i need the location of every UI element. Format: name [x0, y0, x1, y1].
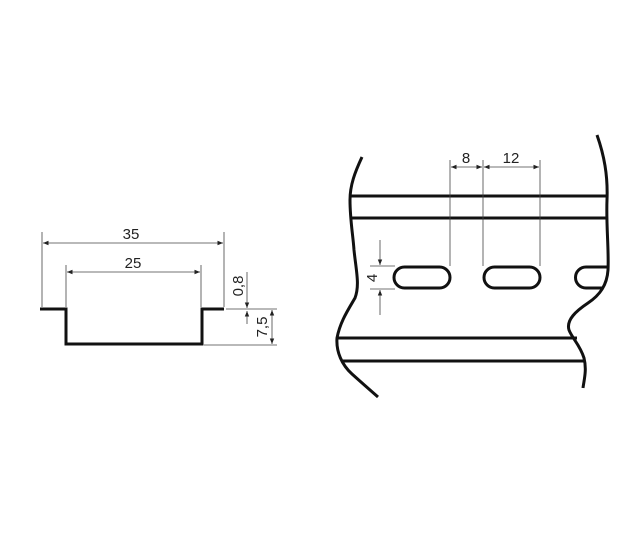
dimension-label-slot-width: 8 — [462, 150, 470, 167]
rail-profile-outline — [40, 307, 224, 346]
dimension-label-outer-width: 35 — [123, 226, 140, 243]
dimension-label-height: 7,5 — [254, 317, 271, 338]
rail-break-edge-right — [566, 134, 610, 389]
mounting-slot — [392, 265, 452, 290]
dimension-label-slot-height: 4 — [364, 274, 381, 282]
dimension-label-slot-pitch: 12 — [503, 150, 520, 167]
mounting-slot-partial — [574, 265, 608, 290]
front-view: 8 12 4 — [335, 134, 610, 399]
mounting-slot — [482, 265, 542, 290]
rail-break-edge-left — [335, 156, 379, 399]
dimension-label-inner-width: 25 — [125, 255, 142, 272]
profile-view: 35 25 0,8 7,5 — [40, 226, 277, 346]
dimension-label-thickness: 0,8 — [230, 276, 247, 297]
